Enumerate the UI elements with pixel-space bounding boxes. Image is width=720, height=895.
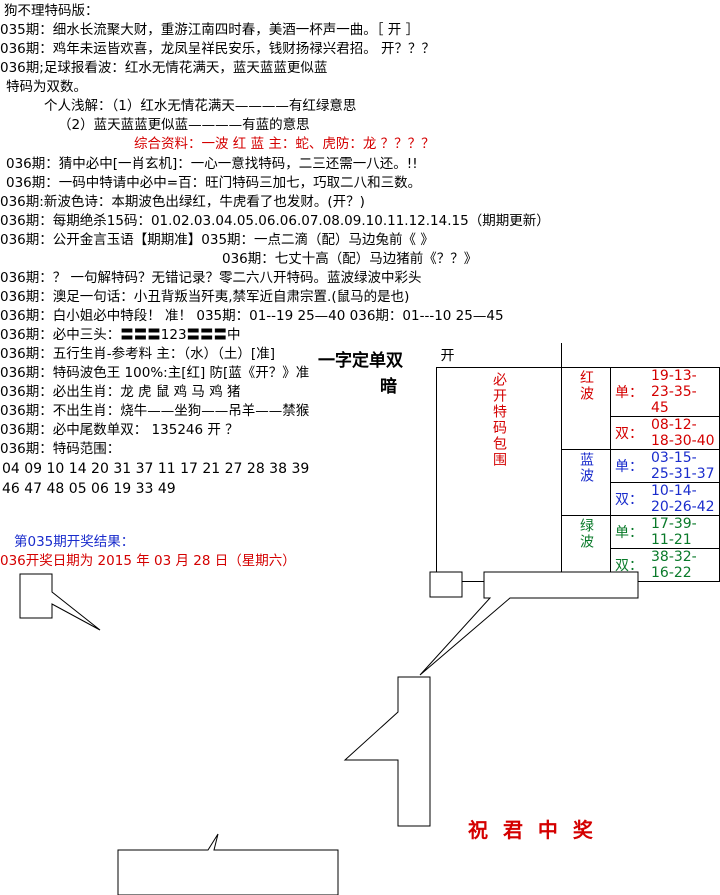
line-wave-poem: 036期:新波色诗：本期波色出绿红，牛虎看了也发财。(开？) xyxy=(0,194,365,210)
red-even-values: 08-12-18-30-40 xyxy=(647,416,720,450)
wave-group-green: 绿波 xyxy=(561,515,611,582)
line-five-elements: 036期：五行生肖-参考料 主：（水）（土）[准] xyxy=(0,346,275,362)
line-guess: 036期：猜中必中[一肖玄机]：一心一意找特码，二三还需一八还。!! xyxy=(6,156,418,172)
green-even-values: 38-32-16-22 xyxy=(647,548,720,582)
line-not-zodiac: 036期：不出生肖：烧牛——坐狗——吊羊——禁猴 xyxy=(0,403,310,419)
blue-odd-values: 03-15-25-31-37 xyxy=(647,449,720,483)
line-three-heads: 036期：必中三头：〓〓〓123〓〓〓中 xyxy=(0,327,241,343)
line-035-poem: 035期：细水长流聚大财，重游江南四时春，美酒一杯声一曲。［ 开 ］ xyxy=(0,22,420,38)
line-seven: 036期：七丈十高（配）马边猪前《？？》 xyxy=(222,251,478,267)
line-wave-king: 036期：特码波色王 100%:主[红] 防[蓝《开？》准 xyxy=(0,365,310,381)
side-title: 一字定单双 xyxy=(318,351,403,371)
line-range-label: 036期：特码范围： xyxy=(0,441,121,457)
line-segments: 036期：白小姐必中特段！ 准！ 035期：01--19 25—40 036期：… xyxy=(0,308,504,324)
line-one-sentence: 036期：？ 一句解特码？无错记录？零二六八开特码。蓝波绿波中彩头 xyxy=(0,270,422,286)
callout-box-bottom xyxy=(117,833,339,895)
blue-even-values: 10-14-20-26-42 xyxy=(647,482,720,516)
result-title: 第035期开奖结果： xyxy=(14,534,135,550)
side-sub: 暗 xyxy=(380,377,397,397)
range-row-2: 46 47 48 05 06 19 33 49 xyxy=(2,481,176,497)
line-tail: 036期：必中尾数单双： 135246 开 ？ xyxy=(0,422,239,438)
blue-even-key: 双： xyxy=(610,482,647,516)
line-explain-2: （2）蓝天蓝蓝更似蓝————有蓝的意思 xyxy=(58,117,310,133)
line-aus: 036期：澳足一句话：小丑背叛当歼夷,禁军近自肃宗置.(鼠马的是也) xyxy=(0,289,410,305)
wave-group-red: 红波 xyxy=(561,367,611,450)
line-explain-1: 个人浅解：（1）红水无情花满天————有红绿意思 xyxy=(44,98,357,114)
callout-box-small xyxy=(429,571,463,598)
doc-title: 狗不理特码版： xyxy=(4,3,99,19)
callout-box-wide xyxy=(419,571,639,676)
line-one-code: 036期：一码中特请中必中=百：旺门特码三加七，巧取二八和三数。 xyxy=(6,175,422,191)
range-row-1: 04 09 10 14 20 31 37 11 17 21 27 28 38 3… xyxy=(2,461,310,477)
red-even-key: 双： xyxy=(610,416,647,450)
wave-left-label: 必开特码包围 xyxy=(436,367,562,582)
number-one-shape xyxy=(343,676,431,827)
callout-box-left xyxy=(19,573,101,631)
line-football: 036期;足球报看波：红水无情花满天，蓝天蓝蓝更似蓝 xyxy=(0,60,328,76)
line-036-poem: 036期：鸡年未运皆欢喜，龙凤呈祥民安乐，钱财扬禄兴君招。 开？？？ xyxy=(0,41,436,57)
wave-table: 开 必开特码包围 红波 单： 19-13-23-35-45 双： 08-12-1… xyxy=(436,343,720,582)
blue-odd-key: 单： xyxy=(610,449,647,483)
bless-text: 祝 君 中 奖 xyxy=(468,818,597,842)
line-summary: 综合资料：一波 红 蓝 主：蛇、虎防：龙 ？？？？ xyxy=(134,136,435,152)
line-golden: 036期：公开金言玉语【期期准】035期：一点二滴（配）马边兔前《 》 xyxy=(0,232,434,248)
line-kill15: 036期：每期绝杀15码：01.02.03.04.05.06.06.07.08.… xyxy=(0,213,550,229)
red-odd-values: 19-13-23-35-45 xyxy=(647,367,720,417)
green-odd-values: 17-39-11-21 xyxy=(647,515,720,549)
wave-group-blue: 蓝波 xyxy=(561,449,611,516)
line-must-zodiac: 036期：必出生肖：龙 虎 鼠 鸡 马 鸡 猪 xyxy=(0,384,241,400)
line-even: 特码为双数。 xyxy=(6,79,87,95)
result-date: 036开奖日期为 2015 年 03 月 28 日（星期六） xyxy=(0,553,296,569)
green-even-key: 双： xyxy=(610,548,647,582)
